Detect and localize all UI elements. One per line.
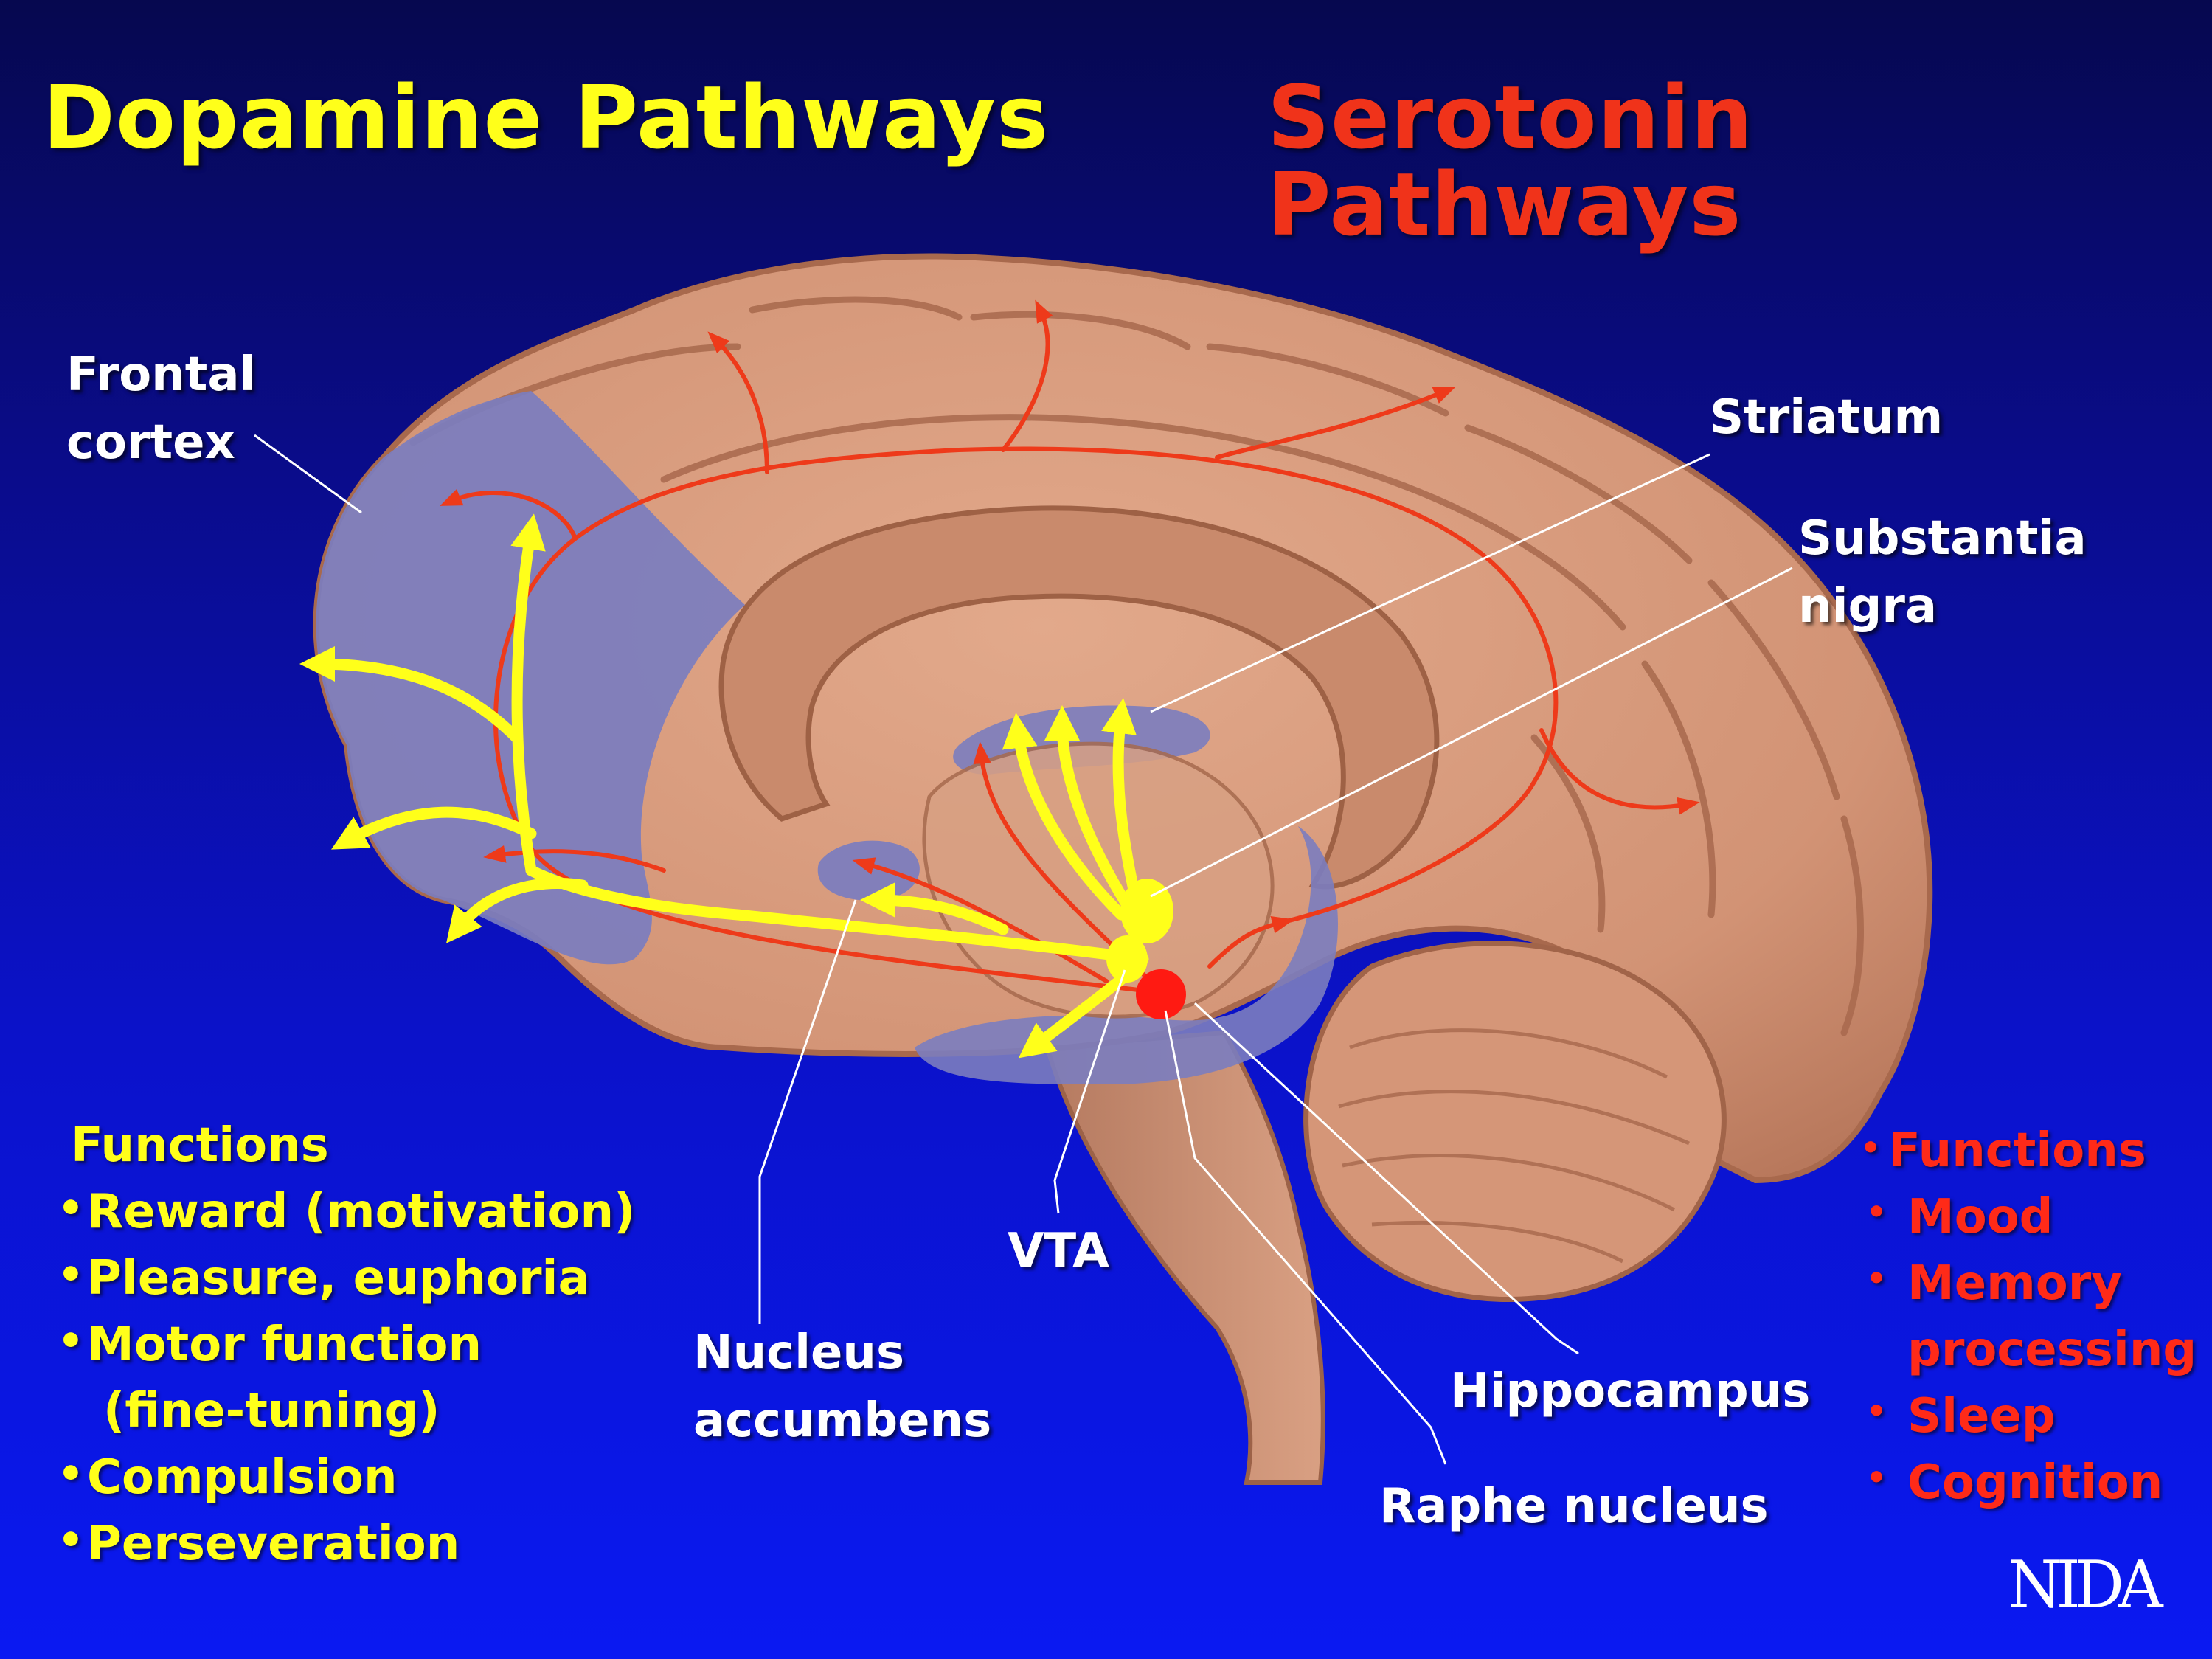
leader-lines [254, 434, 1793, 1465]
serotonin-functions-heading: Functions [1888, 1123, 2146, 1178]
list-item: •Cognition [1866, 1455, 2163, 1510]
leader-vta [1053, 969, 1126, 1214]
substantia-nigra-label-line1: Substantia [1798, 511, 2087, 566]
nucleus-accumbens-label: Nucleus accumbens [693, 1319, 991, 1455]
leader-striatum [1150, 453, 1710, 713]
serotonin-branch-frontal [440, 489, 578, 541]
dopamine-branch-frontal-low [445, 878, 589, 943]
serotonin-branch-na [852, 857, 1109, 983]
dopamine-branch-striatum3 [1101, 698, 1142, 906]
list-item: •Compulsion [58, 1450, 398, 1505]
substantia-nigra-label: Substantia nigra [1798, 505, 2087, 640]
list-item: •Motor function(fine-tuning) [58, 1317, 482, 1438]
serotonin-branch-accumbens [483, 845, 666, 873]
list-item: •Mood [1866, 1190, 2053, 1244]
dopamine-functions-list: Functions •Reward (motivation) •Pleasure… [58, 1112, 635, 1577]
dopamine-title: Dopamine Pathways [43, 66, 1050, 168]
serotonin-title: Serotonin Pathways [1267, 66, 1754, 255]
dopamine-functions-heading: Functions [71, 1118, 329, 1173]
list-item: •Pleasure, euphoria [58, 1251, 590, 1306]
dopamine-branch-accumbens [860, 882, 1009, 935]
serotonin-branch-top2 [1001, 299, 1053, 452]
leader-substantia-nigra [1150, 567, 1793, 898]
dopamine-branch-striatum2 [1044, 705, 1134, 913]
hippocampus-region [915, 826, 1338, 1084]
cerebellum [1303, 941, 1727, 1302]
serotonin-branch-top3 [1215, 387, 1456, 460]
dopamine-branch-striatum1 [1002, 713, 1127, 921]
dopamine-trunk [525, 865, 1149, 965]
gyri-folds [409, 296, 1864, 1036]
nida-logo: NIDA [2008, 1546, 2163, 1623]
vta-marker [1106, 935, 1148, 983]
leader-nucleus-accumbens [758, 899, 857, 1324]
vta-label: VTA [1008, 1224, 1109, 1278]
serotonin-branch-top1 [707, 331, 769, 474]
cerebellum-folds [1338, 1028, 1691, 1264]
list-item: •Sleep [1866, 1389, 2056, 1444]
list-item: •Reward (motivation) [58, 1185, 636, 1239]
raphe-nucleus-label: Raphe nucleus [1379, 1479, 1769, 1534]
frontal-cortex-label: Frontal cortex [66, 341, 255, 477]
substantia-nigra-marker [1120, 879, 1173, 943]
raphe-nucleus-marker [1136, 969, 1186, 1019]
striatum-label: Striatum [1710, 390, 1944, 445]
frontal-cortex-label-line2: cortex [66, 415, 235, 470]
nucleus-accumbens-label-line2: accumbens [693, 1393, 992, 1448]
hippocampus-label: Hippocampus [1450, 1364, 1811, 1419]
frontal-cortex-region [316, 391, 745, 965]
corpus-callosum [718, 505, 1440, 890]
dopamine-pathways [299, 513, 1149, 1059]
leader-raphe-nucleus [1164, 1010, 1447, 1465]
brain-stem [1044, 1030, 1325, 1485]
nucleus-accumbens-label-line1: Nucleus [693, 1326, 905, 1380]
serotonin-branch-hippocampus [1207, 915, 1294, 969]
dopamine-branch-frontal-mid1 [299, 646, 522, 744]
dopamine-branch-frontal-mid2 [331, 806, 537, 850]
substantia-nigra-label-line2: nigra [1798, 579, 1938, 634]
leader-hippocampus [1193, 1002, 1579, 1355]
dopamine-branch-hippocampus [1018, 968, 1134, 1059]
serotonin-branch-occipital [1539, 728, 1700, 815]
list-item: •Perseveration [58, 1517, 460, 1571]
leader-frontal-cortex [254, 434, 362, 514]
frontal-cortex-label-line1: Frontal [66, 347, 256, 402]
